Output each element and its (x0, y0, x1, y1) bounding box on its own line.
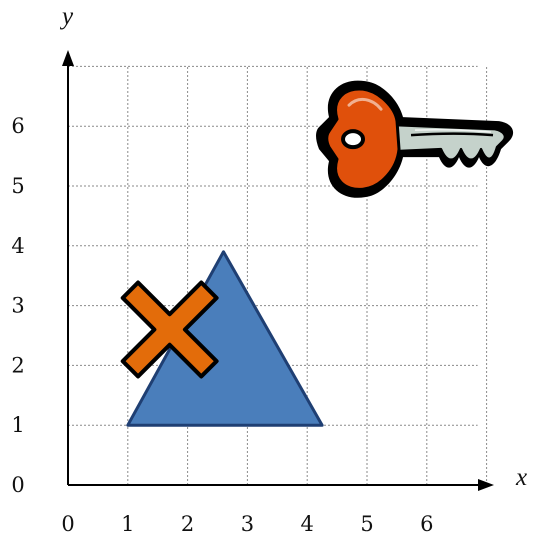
x-tick-label: 0 (61, 512, 74, 536)
y-tick-labels: 0 1 2 3 4 5 6 (11, 114, 24, 497)
y-tick-label: 6 (11, 114, 24, 138)
y-tick-label: 3 (11, 294, 24, 318)
x-tick-label: 1 (121, 512, 134, 536)
y-tick-label: 4 (11, 234, 24, 258)
y-tick-label: 5 (11, 174, 24, 198)
x-axis (68, 479, 494, 491)
y-tick-label: 2 (11, 353, 24, 377)
x-tick-label: 6 (420, 512, 433, 536)
x-tick-label: 2 (181, 512, 194, 536)
x-tick-labels: 0 1 2 3 4 5 6 (61, 512, 433, 536)
y-axis (62, 50, 74, 485)
y-tick-label: 0 (11, 473, 24, 497)
key-icon (316, 80, 514, 198)
x-tick-label: 4 (301, 512, 314, 536)
x-tick-label: 3 (241, 512, 254, 536)
x-mark-icon (120, 280, 219, 379)
y-tick-label: 1 (11, 413, 24, 437)
x-axis-label: x (515, 464, 527, 491)
x-tick-label: 5 (360, 512, 373, 536)
y-axis-label: y (59, 3, 74, 30)
